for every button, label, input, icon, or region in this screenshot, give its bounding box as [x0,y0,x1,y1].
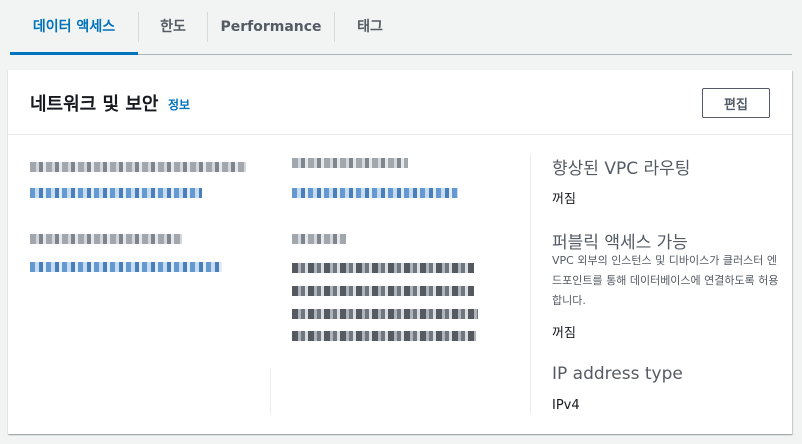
panel-title: 네트워크 및 보안 [30,94,159,115]
redacted-value [292,331,476,341]
redacted-label [30,162,246,172]
public-access-description: VPC 외부의 인스턴스 및 디바이스가 클러스터 엔드포인트를 통해 데이터베… [552,254,779,307]
network-security-panel: 네트워크 및 보안 정보 편집 향상된 VPC 라우팅 꺼짐 퍼블릭 액세스 가… [8,70,792,434]
redacted-value [292,263,474,273]
redacted-label [30,234,182,244]
public-access-value: 꺼짐 [552,326,576,341]
enhanced-vpc-routing-value: 꺼짐 [552,192,576,207]
tab-performance[interactable]: Performance [220,19,322,35]
tab-tags[interactable]: 태그 [357,19,383,35]
enhanced-vpc-routing-label: 향상된 VPC 라우팅 [552,159,691,179]
tab-data-access[interactable]: 데이터 액세스 [10,0,138,55]
edit-button[interactable]: 편집 [702,88,770,118]
tab-divider [334,12,335,42]
tab-divider [138,12,139,42]
redacted-label [292,234,346,244]
redacted-link[interactable] [30,262,222,272]
redacted-value [292,309,478,319]
redacted-label [292,158,408,168]
ip-address-type-value: IPv4 [552,398,580,413]
ip-address-type-label: IP address type [552,364,683,384]
redacted-link[interactable] [30,188,202,198]
column-divider [530,154,531,414]
redacted-value [292,286,474,296]
redacted-link[interactable] [292,188,458,198]
tab-limits[interactable]: 한도 [160,19,186,35]
column-divider [270,368,271,414]
tab-divider [207,12,208,42]
info-link[interactable]: 정보 [168,98,191,112]
public-access-label: 퍼블릭 액세스 가능 [552,233,688,253]
panel-header: 네트워크 및 보안 정보 편집 [8,70,792,135]
tab-bar: 데이터 액세스 한도 Performance 태그 [10,0,792,55]
